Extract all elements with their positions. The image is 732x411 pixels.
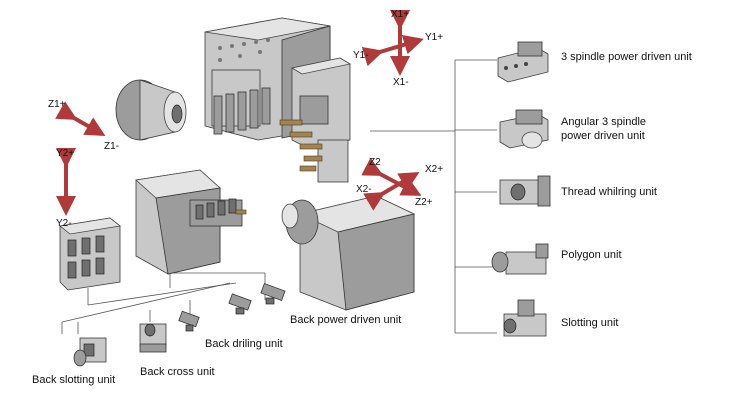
right-connector-lines (370, 59, 497, 334)
back-tool-block (135, 169, 247, 275)
bottom-connector-lines (61, 272, 266, 334)
angular-spindle3-unit-image (499, 109, 549, 149)
back-slotting-unit-image (73, 337, 107, 367)
main-turret-unit (204, 17, 352, 183)
label-back-slotting-unit: Back slotting unit (32, 374, 115, 386)
back-drilling-unit-image-2 (178, 310, 200, 332)
axis-arrows-z1 (55, 101, 106, 136)
main-spindle (115, 79, 187, 141)
label-polygon-unit: Polygon unit (561, 249, 622, 261)
label-thread-whirling-unit: Thread whilring unit (561, 186, 657, 198)
label-back-power-driven-unit: Back power driven unit (290, 314, 401, 326)
axis-arrows-1 (361, 10, 424, 76)
axis-label-z2: Z2 (369, 157, 381, 168)
back-power-driven-unit-image (260, 283, 286, 305)
spindle3-unit-image (497, 41, 549, 83)
axis-label-z2-plus: Z2+ (415, 197, 433, 208)
axis-label-x2-plus: X2+ (425, 164, 443, 175)
label-back-drilling-unit: Back driling unit (205, 338, 283, 350)
axis-label-x1-minus: X1- (393, 77, 409, 88)
back-cross-unit-image (139, 323, 167, 353)
axis-label-y1-plus: Y1+ (425, 32, 443, 43)
thread-whirling-unit-image (499, 175, 551, 207)
polygon-unit-image (491, 243, 549, 275)
label-angular-3-spindle-line1: Angular 3 spindle (561, 116, 646, 128)
back-tool-plate (59, 217, 121, 291)
label-3-spindle-power-driven-unit: 3 spindle power driven unit (561, 51, 692, 63)
axis-label-y2-plus: Y2+ (56, 148, 74, 159)
label-slotting-unit: Slotting unit (561, 317, 618, 329)
label-back-cross-unit: Back cross unit (140, 366, 215, 378)
slotting-unit-image (503, 299, 547, 337)
axis-label-x1-plus: X1+ (391, 9, 409, 20)
axis-label-z1-minus: Z1- (104, 141, 119, 152)
label-angular-3-spindle-line2: power driven unit (561, 130, 645, 142)
back-drilling-unit-image (228, 293, 252, 315)
axis-label-y2-minus: Y2- (56, 218, 72, 229)
axis-label-z1-plus: Z1+ (48, 99, 66, 110)
axis-label-y1-minus: Y1- (353, 50, 369, 61)
axis-label-x2-minus: X2- (356, 184, 372, 195)
axis-arrows-2 (361, 157, 422, 211)
sub-spindle-unit (281, 195, 416, 311)
